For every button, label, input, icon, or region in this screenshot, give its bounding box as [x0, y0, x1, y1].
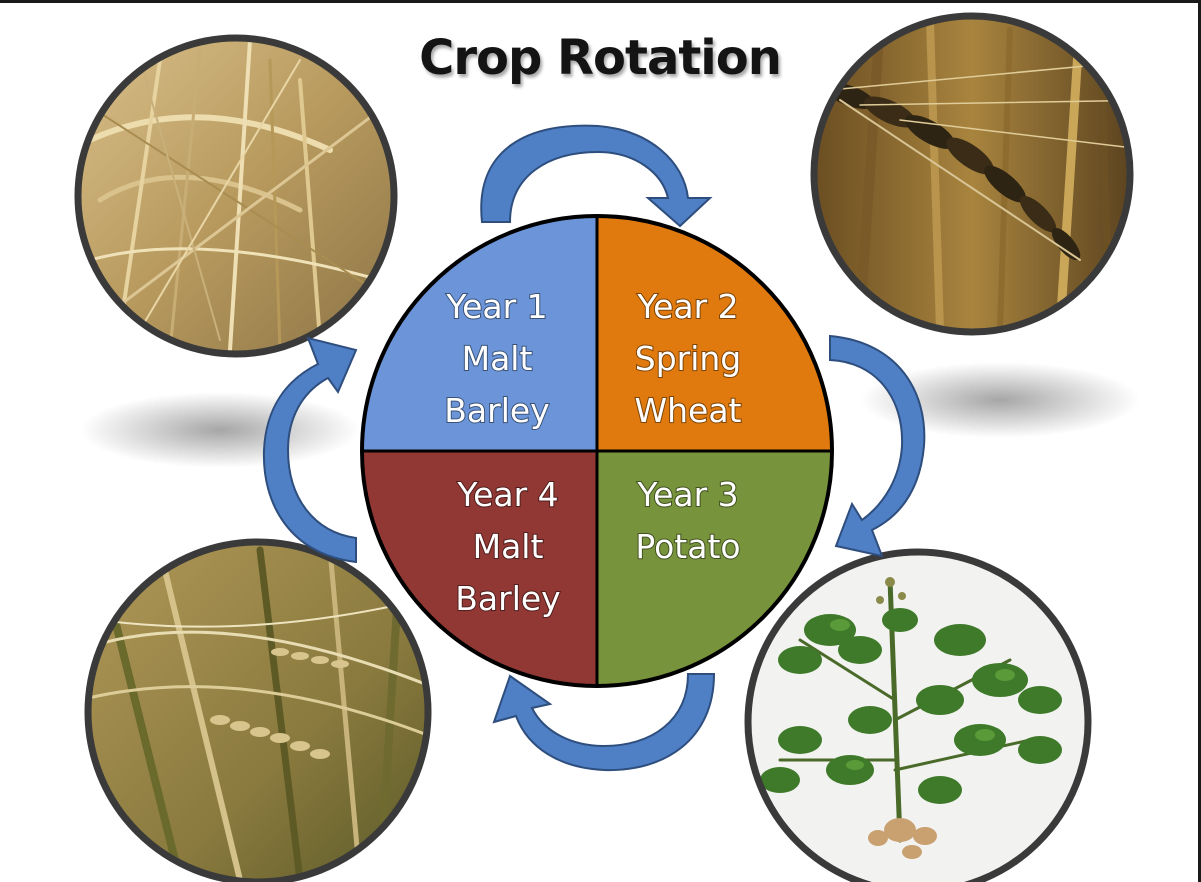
year-3-line-2: Potato — [635, 527, 740, 566]
year-2-line-3: Wheat — [634, 391, 741, 430]
wheat-head-photo — [810, 12, 1134, 336]
year-4-line-3: Barley — [455, 579, 560, 618]
potato-plant-photo — [744, 548, 1092, 882]
rotation-arrows — [262, 124, 926, 772]
arrow-year4-to-year1 — [262, 336, 358, 564]
arrow-year3-to-year4 — [492, 673, 716, 772]
frame-top-border — [0, 0, 1201, 3]
year-2-line-2: Spring — [635, 339, 742, 378]
quadrant-labels: Year 1 Malt Barley Year 2 Spring Wheat Y… — [443, 286, 742, 619]
year-4-line-2: Malt — [473, 527, 544, 566]
diagram-title: Crop Rotation — [419, 30, 782, 86]
barley-field-photo — [74, 34, 398, 358]
photo-shadow — [80, 392, 360, 468]
year-4-line-1: Year 4 — [456, 475, 558, 514]
photo-shadow — [860, 362, 1140, 438]
arrow-year2-to-year3 — [829, 334, 926, 558]
year-1-line-1: Year 1 — [445, 287, 547, 326]
barley-heads-photo — [84, 538, 432, 882]
frame-right-border — [1198, 0, 1201, 882]
year-1-line-2: Malt — [462, 339, 533, 378]
year-2-line-1: Year 2 — [636, 287, 738, 326]
year-3-line-1: Year 3 — [636, 475, 738, 514]
year-1-line-3: Barley — [444, 391, 549, 430]
rotation-wheel — [360, 214, 834, 688]
arrow-year1-to-year2 — [480, 124, 713, 228]
